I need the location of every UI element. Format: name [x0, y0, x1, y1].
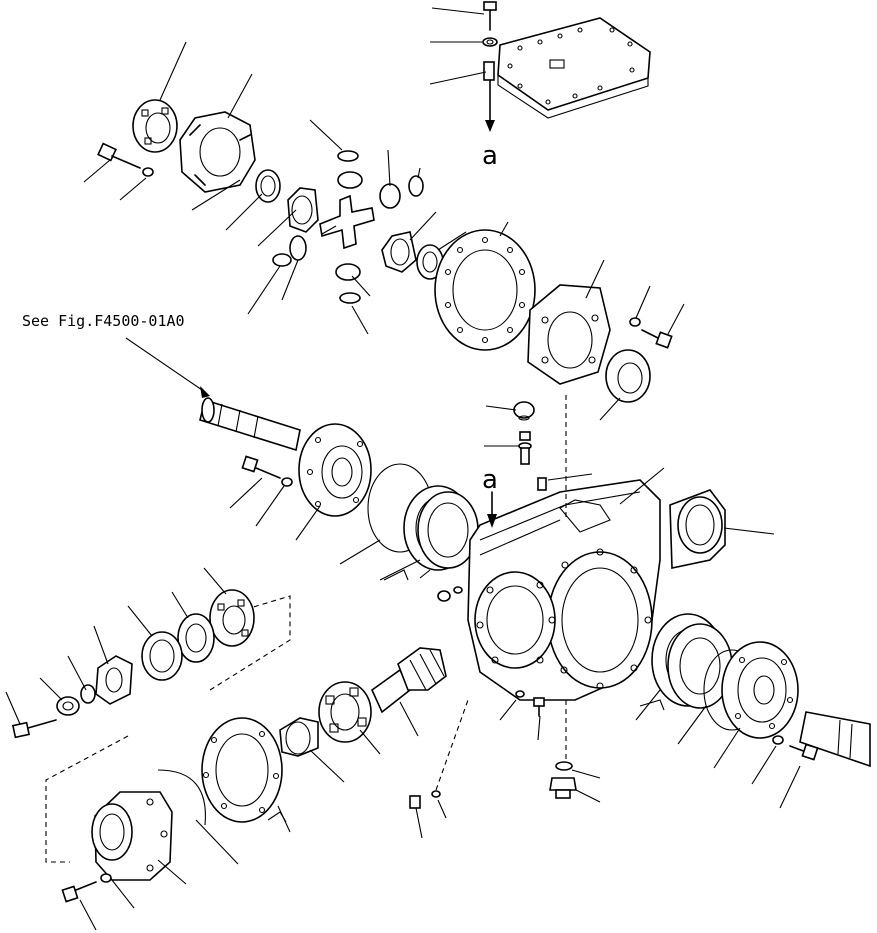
pinion-bearing [318, 681, 372, 743]
oil-seal [177, 613, 215, 663]
pinion-shaft [370, 647, 447, 714]
bolt-right [629, 317, 673, 349]
pinion-cage [91, 791, 173, 881]
group-brackets [267, 569, 665, 823]
side-gear-right [381, 231, 417, 273]
breather [513, 401, 547, 491]
leader-lines-lower [5, 405, 801, 931]
view-mark-top: a [482, 141, 498, 171]
bearing-right [605, 349, 651, 403]
drain-plugs [409, 690, 577, 809]
ring-gear [434, 229, 536, 351]
coupling-yoke [95, 655, 133, 705]
diff-case-right [527, 284, 611, 385]
pinion-gear-right [379, 175, 424, 209]
bolt-left-cover [241, 455, 293, 487]
bushing-right [669, 489, 726, 569]
see-fig-leader [125, 337, 206, 393]
cover-plate [497, 17, 651, 119]
spacer-ring [141, 631, 183, 681]
thrust-washer [255, 169, 281, 203]
axle-shaft-right [799, 711, 871, 768]
bolt-cage [61, 873, 112, 903]
washer-nut [56, 684, 96, 716]
bearing-upper-left [132, 99, 178, 153]
bearing-cup [279, 717, 319, 757]
centerline-drain [435, 699, 469, 791]
axle-housing [467, 479, 661, 701]
diff-case-left [179, 111, 256, 193]
brake-cover-left [298, 423, 372, 517]
plug-left [437, 586, 463, 602]
assembly-bracket-upper [209, 595, 291, 691]
view-mark-case: a [482, 465, 498, 495]
leader-lines-upper [83, 41, 685, 421]
bolt-upper-left [97, 142, 154, 177]
brake-cover-right [721, 641, 799, 739]
bolt-lower-left [11, 719, 57, 739]
bearing-lower-left [209, 589, 255, 647]
side-gear-left [287, 187, 319, 233]
cover-bolt [482, 1, 498, 132]
see-fig-reference: See Fig.F4500-01A0 [22, 312, 185, 330]
pinion-washers [272, 150, 363, 304]
shim-lower [201, 717, 283, 823]
shims-right [651, 613, 733, 709]
bolt-lower-right [772, 735, 819, 761]
o-ring-lower [157, 769, 206, 826]
spider-cross [319, 194, 375, 250]
shims-left [403, 485, 479, 571]
axle-shaft-left [199, 397, 301, 452]
assembly-bracket-lower [45, 735, 129, 863]
leader-lines-top [429, 7, 487, 85]
